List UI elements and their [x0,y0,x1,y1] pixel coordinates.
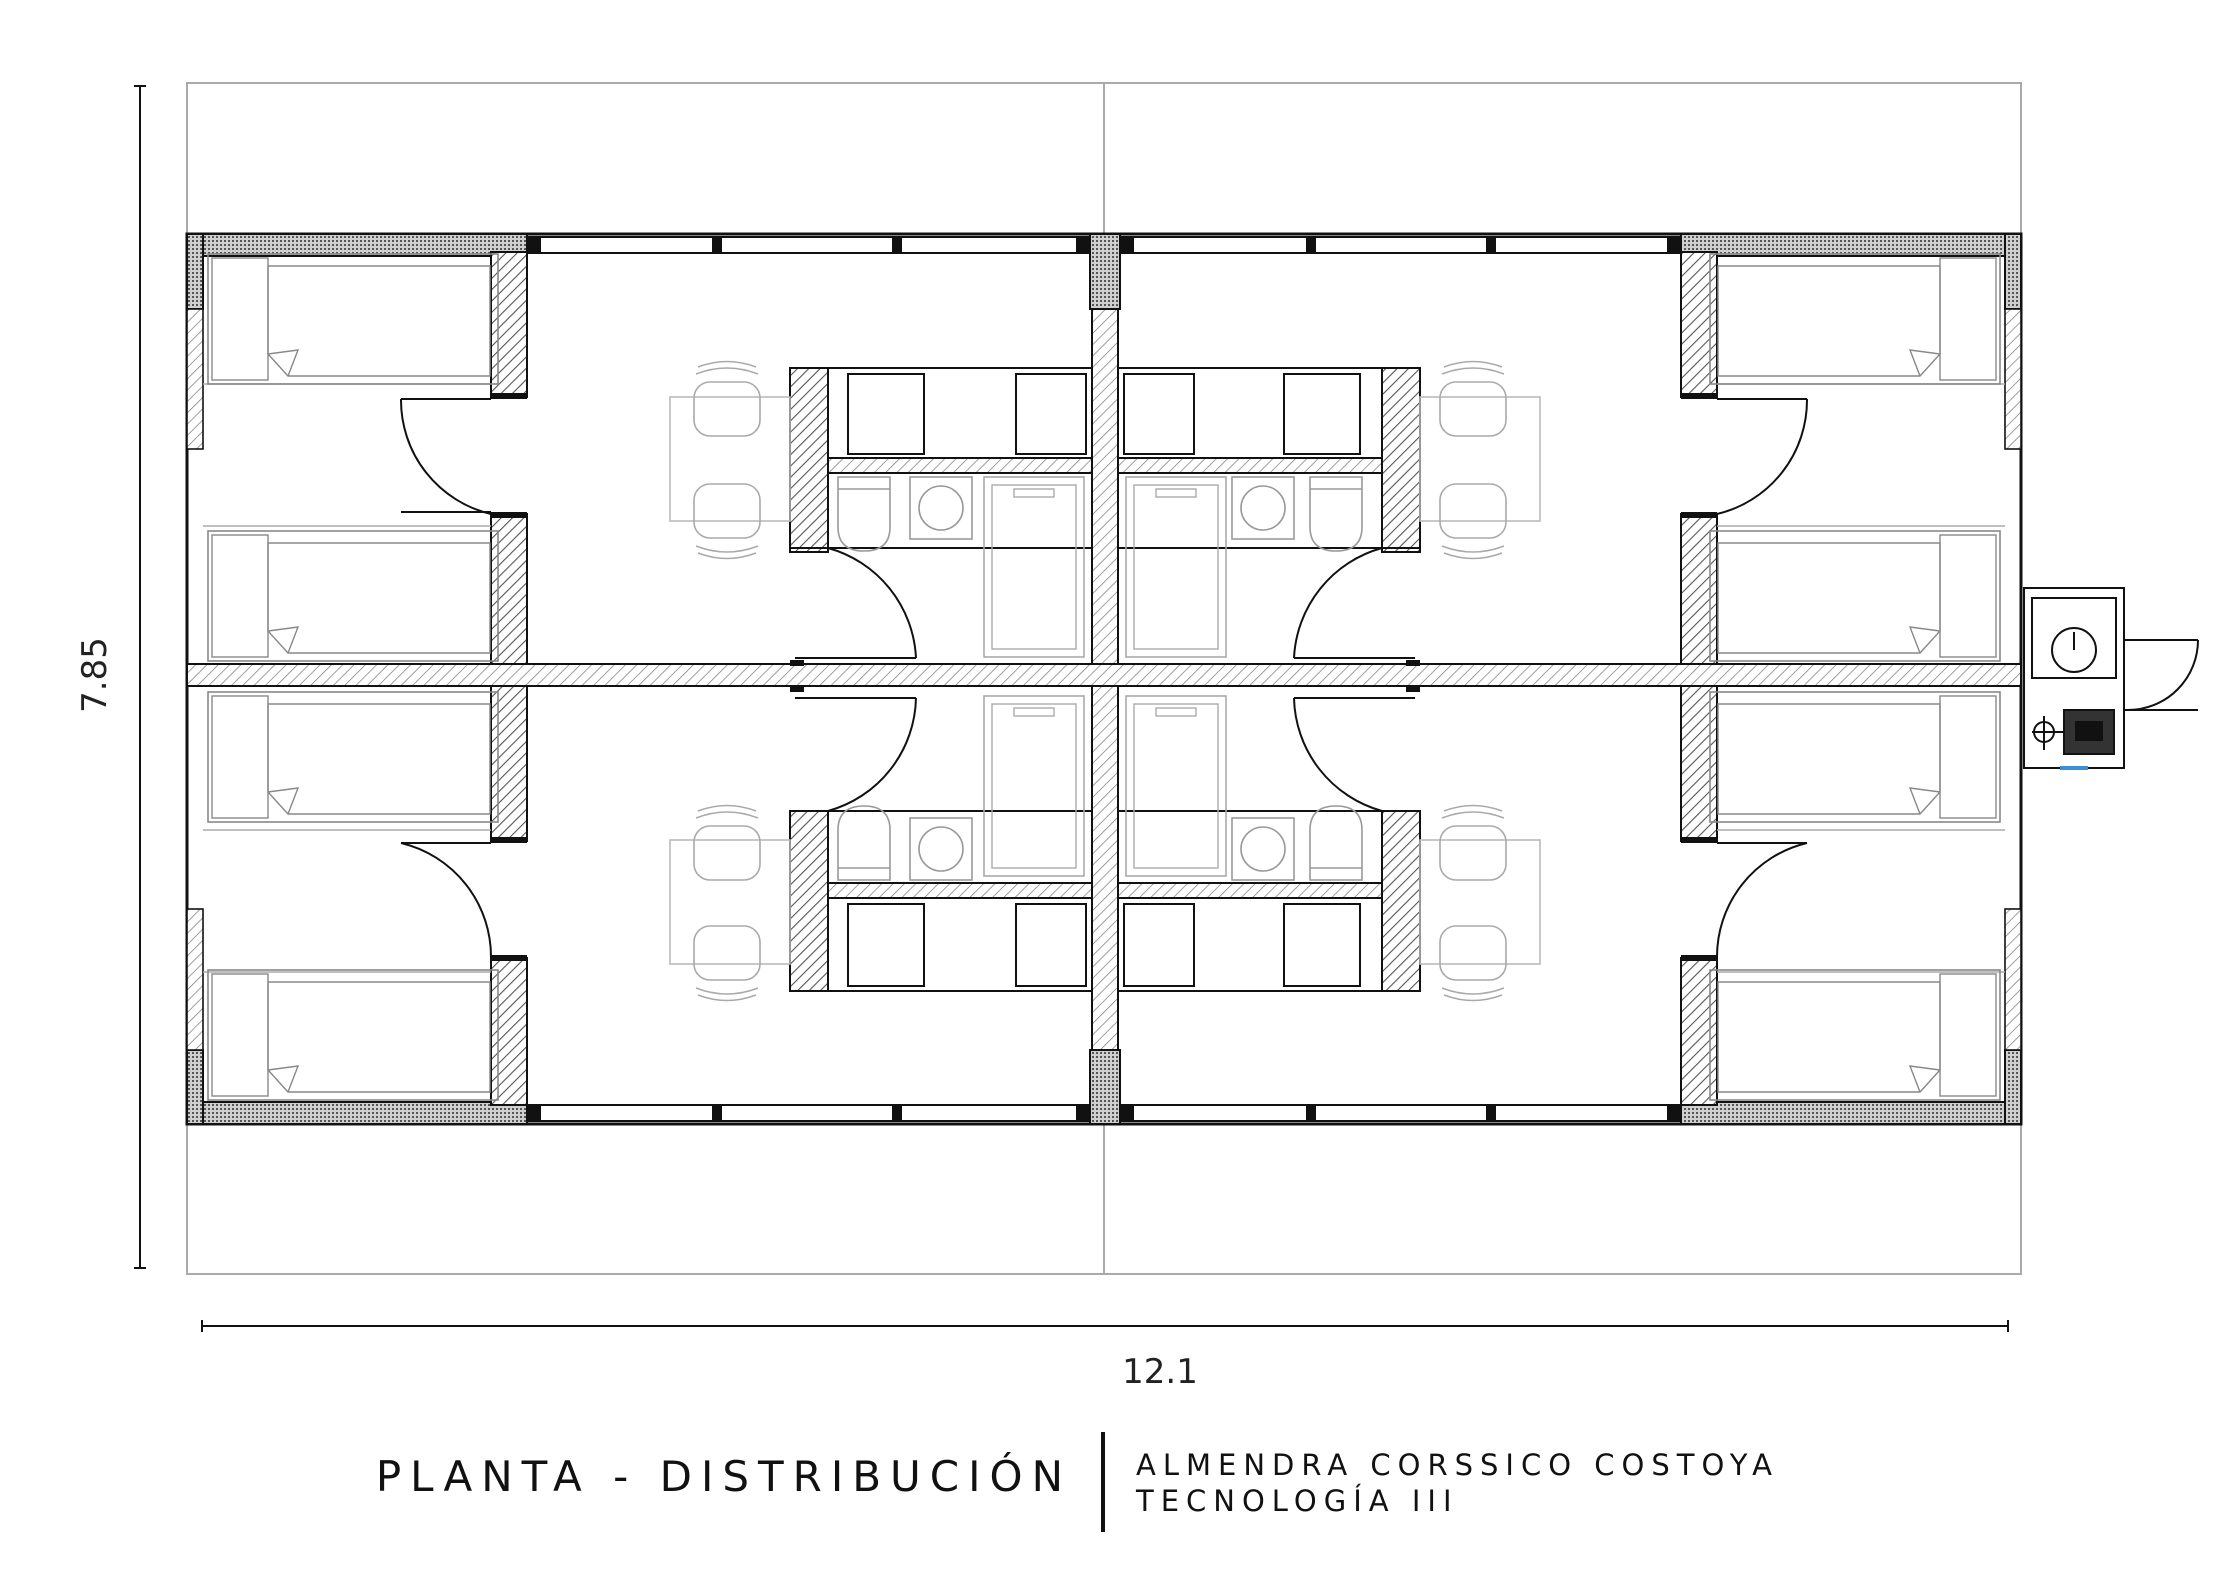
drawing-title: PLANTA - DISTRIBUCIÓN [375,1452,1072,1501]
window-mullions [527,237,1681,1121]
wall-corner [1089,233,1121,310]
annex-accent [2060,766,2088,770]
window-strips [526,236,1682,1122]
central-vertical-wall [1091,685,1119,1051]
course-name: TECNOLOGÍA III [1136,1484,1459,1518]
width-dimension-label: 12.1 [1122,1352,1198,1392]
wall-corner [2004,233,2022,310]
wall-corner [186,233,528,257]
wall-corner [1089,1049,1121,1125]
bedroom-walls [490,251,1718,1106]
wall-corner [186,233,204,310]
wall-corner [1680,233,2022,257]
bathroom-doors [790,547,1415,812]
height-dimension-label: 7.85 [75,637,115,713]
wall-corner [2004,1049,2022,1125]
central-vertical-wall [1091,308,1119,665]
tables-and-chairs [669,360,1541,1002]
central-wall [186,663,2022,687]
wall-corner [1680,1101,2022,1125]
wall-corner [186,1049,204,1125]
title-separator [1101,1432,1105,1532]
bedroom-doors [399,398,1809,959]
service-annex [2023,587,2199,769]
wall-corner [186,1101,528,1125]
author-name: ALMENDRA CORSSICO COSTOYA [1136,1448,1780,1482]
